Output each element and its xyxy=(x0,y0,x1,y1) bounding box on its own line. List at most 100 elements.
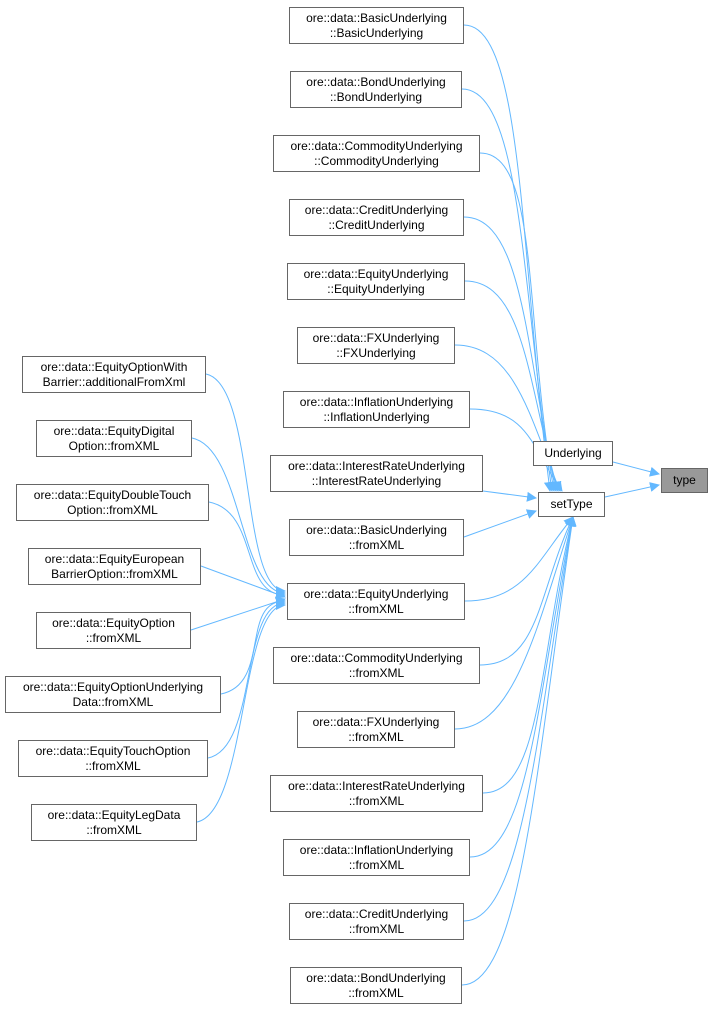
settype-caller-node[interactable]: ore::data::FXUnderlying::fromXML xyxy=(297,711,455,748)
settype-caller-node[interactable]: ore::data::InflationUnderlying::Inflatio… xyxy=(283,391,470,428)
node-label-line-2: ::fromXML xyxy=(85,758,141,773)
settype-node[interactable]: setType xyxy=(538,492,605,517)
settype-caller-node[interactable]: ore::data::InflationUnderlying::fromXML xyxy=(283,839,470,876)
node-label-line-1: ore::data::FXUnderlying xyxy=(312,330,440,345)
call-edge xyxy=(482,516,576,794)
node-label-line-1: ore::data::BasicUnderlying xyxy=(306,522,447,537)
node-label-line-1: ore::data::FXUnderlying xyxy=(312,714,440,729)
node-label-line-2: ::CommodityUnderlying xyxy=(314,153,439,168)
settype-caller-node[interactable]: ore::data::InterestRateUnderlying::fromX… xyxy=(270,775,483,812)
call-edge xyxy=(469,408,563,492)
settype-caller-node[interactable]: ore::data::CommodityUnderlying::fromXML xyxy=(273,647,480,684)
settype-caller-node[interactable]: ore::data::BondUnderlying::BondUnderlyin… xyxy=(290,71,462,108)
settype-caller-node[interactable]: ore::data::BondUnderlying::fromXML xyxy=(290,967,462,1004)
node-label-line-1: ore::data::EquityUnderlying xyxy=(303,266,449,281)
settype-caller-node[interactable]: ore::data::CreditUnderlying::CreditUnder… xyxy=(289,199,464,236)
call-edge xyxy=(200,565,286,599)
node-label-line-1: ore::data::EquityOptionUnderlying xyxy=(22,679,204,694)
settype-caller-node[interactable]: ore::data::BasicUnderlying::BasicUnderly… xyxy=(289,7,464,44)
node-label-line-2: ::fromXML xyxy=(85,630,142,645)
node-label-line-2: Option::fromXML xyxy=(68,438,160,453)
equity-fromxml-caller-node[interactable]: ore::data::EquityOption::fromXML xyxy=(36,612,191,649)
node-label-line-2: ::EquityUnderlying xyxy=(327,281,425,296)
node-label-line-2: ::CreditUnderlying xyxy=(328,217,425,232)
call-edge xyxy=(464,516,574,602)
node-label-line-1: ore::data::BondUnderlying xyxy=(306,74,446,89)
node-label-line-1: ore::data::BondUnderlying xyxy=(306,970,446,985)
call-edge xyxy=(463,216,559,492)
node-label-line-2: ::fromXML xyxy=(348,729,404,744)
node-label-line-2: ::fromXML xyxy=(348,985,404,1000)
node-label-line-1: ore::data::CreditUnderlying xyxy=(304,906,449,921)
node-label-line-1: ore::data::InflationUnderlying xyxy=(299,842,454,857)
call-edge xyxy=(190,597,286,631)
node-label-line-2: ::fromXML xyxy=(86,822,142,837)
node-label-line-1: ore::data::EquityDigital xyxy=(53,423,175,438)
node-label-line-1: ore::data::BasicUnderlying xyxy=(306,10,447,25)
node-label-line-1: ore::data::EquityUnderlying xyxy=(303,586,449,601)
node-label-line-2: ::BasicUnderlying xyxy=(329,25,424,40)
node-label-line-2: ::fromXML xyxy=(348,537,405,552)
node-label-line-2: ::BondUnderlying xyxy=(329,89,423,104)
underlying-node[interactable]: Underlying xyxy=(533,441,613,466)
node-label-line-2: ::fromXML xyxy=(348,665,405,680)
node-label-line-2: ::fromXML xyxy=(348,793,405,808)
node-label-line-2: BarrierOption::fromXML xyxy=(51,566,178,581)
call-edge xyxy=(191,437,286,598)
node-label-line-2: ::fromXML xyxy=(348,921,405,936)
node-label-line-1: ore::data::EquityLegData xyxy=(47,807,181,822)
settype-caller-node[interactable]: ore::data::BasicUnderlying::fromXML xyxy=(289,519,464,556)
call-edge xyxy=(479,152,558,492)
node-label-line-1: ore::data::EquityDoubleTouch xyxy=(33,487,192,502)
node-label-line-2: ::InflationUnderlying xyxy=(323,409,430,424)
node-label-line-1: ore::data::CreditUnderlying xyxy=(304,202,449,217)
settype-caller-node[interactable]: ore::data::CommodityUnderlying::Commodit… xyxy=(273,135,480,172)
settype-caller-node[interactable]: ore::data::EquityUnderlying::EquityUnder… xyxy=(287,263,465,300)
call-edge xyxy=(479,516,574,666)
node-label-line-1: setType xyxy=(550,497,593,511)
node-label-line-1: ore::data::InflationUnderlying xyxy=(299,394,454,409)
node-label-line-1: ore::data::EquityEuropean xyxy=(44,551,185,566)
node-label-line-2: ::FXUnderlying xyxy=(336,345,416,360)
node-label-line-2: Barrier::additionalFromXml xyxy=(42,374,186,389)
settype-caller-node[interactable]: ore::data::FXUnderlying::FXUnderlying xyxy=(297,327,455,364)
node-label-line-1: type xyxy=(673,473,696,487)
node-label-line-1: Underlying xyxy=(544,446,602,460)
call-edge xyxy=(469,516,577,858)
call-edge xyxy=(461,516,577,986)
node-label-line-2: ::InterestRateUnderlying xyxy=(311,473,442,488)
call-edge xyxy=(463,516,577,922)
call-edge xyxy=(454,516,575,730)
settype-caller-node[interactable]: ore::data::InterestRateUnderlying::Inter… xyxy=(270,455,483,492)
equity-fromxml-caller-node[interactable]: ore::data::EquityTouchOption::fromXML xyxy=(18,740,208,777)
call-edge xyxy=(461,88,556,492)
call-edge xyxy=(604,482,660,498)
call-edge xyxy=(463,509,537,538)
settype-caller-node[interactable]: ore::data::CreditUnderlying::fromXML xyxy=(289,903,464,940)
type-node: type xyxy=(661,468,708,493)
node-label-line-2: Data::fromXML xyxy=(72,694,154,709)
call-edge xyxy=(482,490,537,502)
node-label-line-2: Option::fromXML xyxy=(67,502,158,517)
settype-caller-node[interactable]: ore::data::EquityUnderlying::fromXML xyxy=(287,583,465,620)
call-edge xyxy=(205,373,286,596)
node-label-line-1: ore::data::InterestRateUnderlying xyxy=(288,778,465,793)
call-edge xyxy=(207,598,286,759)
call-edge xyxy=(208,501,286,600)
node-label-line-1: ore::data::InterestRateUnderlying xyxy=(288,458,465,473)
node-label-line-1: ore::data::EquityOption xyxy=(52,615,175,630)
node-label-line-2: ::fromXML xyxy=(348,857,405,872)
call-edge xyxy=(463,24,554,492)
equity-fromxml-caller-node[interactable]: ore::data::EquityLegData::fromXML xyxy=(31,804,197,841)
call-edge xyxy=(612,461,660,477)
node-label-line-1: ore::data::CommodityUnderlying xyxy=(290,650,463,665)
node-label-line-1: ore::data::CommodityUnderlying xyxy=(290,138,463,153)
call-edge xyxy=(220,596,286,695)
node-label-line-1: ore::data::EquityOptionWith xyxy=(40,359,188,374)
